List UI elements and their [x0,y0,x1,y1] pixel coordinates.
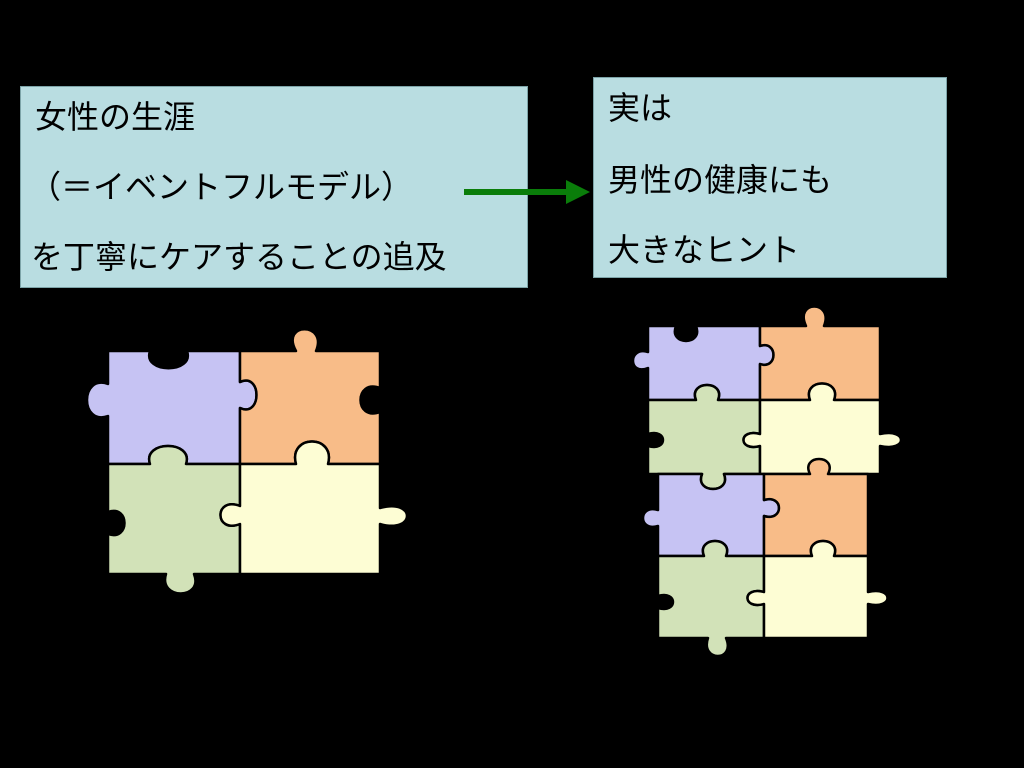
left-box-line-2: （＝イベントフルモデル） [29,168,414,206]
right-box-line-2: 男性の健康にも [608,161,833,199]
puzzle-piece-yellow [742,382,903,476]
puzzle-group-right [631,305,903,658]
right-arrow-icon [464,180,590,204]
left-box-line-1: 女性の生涯 [35,98,196,136]
puzzle-group-left [85,328,409,595]
right-box-line-3: 大きなヒント [608,231,801,269]
puzzle-piece-yellow [219,440,409,576]
right-text-box: 実は 男性の健康にも 大きなヒント [593,77,947,278]
right-box-line-1: 実は [608,89,673,127]
left-box-line-3: を丁寧にケアすることの追及 [31,238,447,276]
puzzle-piece-yellow [746,539,889,640]
left-text-box: 女性の生涯 （＝イベントフルモデル） を丁寧にケアすることの追及 [20,86,528,288]
